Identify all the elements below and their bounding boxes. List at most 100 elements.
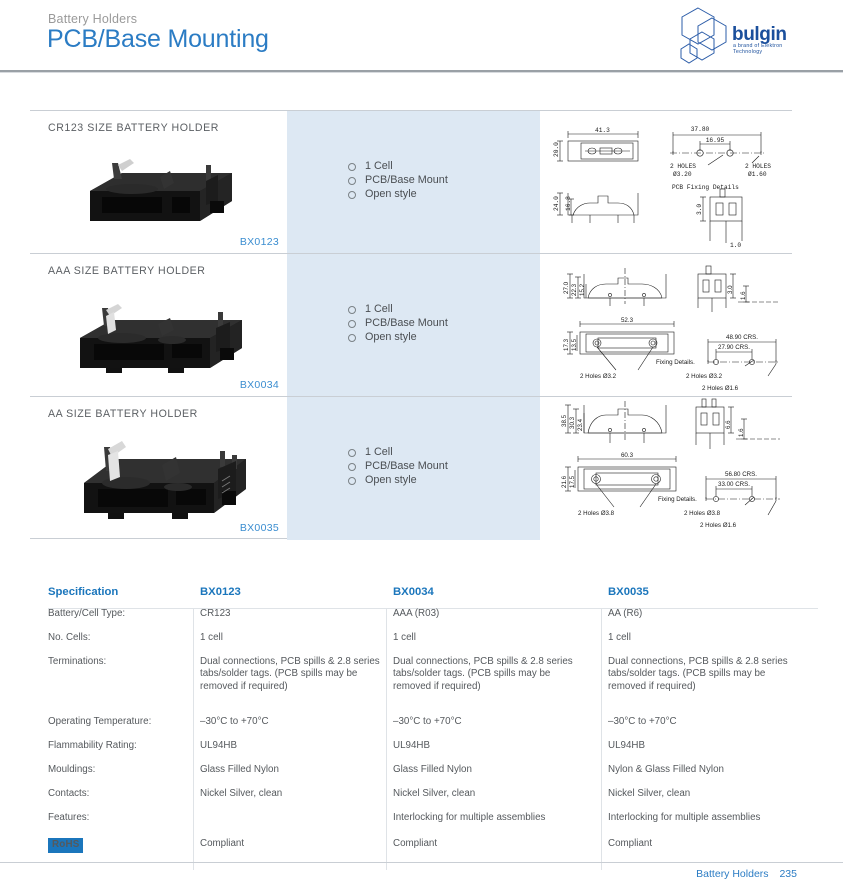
- table-header-divider: [48, 608, 818, 609]
- table-row: Contacts: Nickel Silver, clean Nickel Si…: [48, 788, 818, 812]
- specification-table: Specification BX0123 BX0034 BX0035 Batte…: [48, 586, 818, 870]
- product-drawing-aa: 38.5 30.3 23.4 60.3 21.6 17.5 6.6 1.6 56…: [540, 397, 792, 540]
- header-divider: [0, 70, 843, 72]
- row-label: Terminations:: [48, 656, 107, 667]
- row-value: UL94HB: [200, 740, 238, 751]
- feature-list: 1 Cell PCB/Base Mount Open style: [347, 445, 448, 487]
- dim-label: 60.3: [621, 452, 634, 459]
- row-value: Nickel Silver, clean: [200, 788, 283, 799]
- dim-label: 38.5: [561, 414, 568, 427]
- dim-label: 17.3: [563, 338, 570, 351]
- footer-section: Battery Holders: [696, 868, 769, 880]
- table-header-bx0123: BX0123: [200, 586, 241, 598]
- dim-label: 20.0: [553, 142, 560, 157]
- column-divider: [601, 608, 602, 870]
- dim-label: 16.95: [706, 137, 725, 144]
- dim-label: 41.3: [595, 127, 610, 134]
- note-label: Fixing Details.: [658, 496, 697, 503]
- dim-label: 33.00 CRS.: [718, 481, 750, 488]
- drawing-dimension-labels: 41.3 20.0 37.80 16.95 24.0 16.8 3.0 1.0 …: [553, 126, 771, 249]
- note-label: 2 Holes Ø1.6: [700, 522, 737, 529]
- table-row: Mouldings: Glass Filled Nylon Glass Fill…: [48, 764, 818, 788]
- note-label: Ø1.60: [748, 171, 767, 178]
- product-title: AA SIZE BATTERY HOLDER: [48, 408, 198, 420]
- dim-label: 22.3: [571, 283, 578, 296]
- note-label: 2 Holes Ø3.2: [580, 373, 617, 380]
- row-label: Flammability Rating:: [48, 740, 137, 751]
- page-title: PCB/Base Mounting: [47, 25, 269, 53]
- feature-list: 1 Cell PCB/Base Mount Open style: [347, 159, 448, 201]
- footer-page-number: 235: [779, 868, 797, 880]
- row-value: Dual connections, PCB spills & 2.8 serie…: [608, 656, 788, 692]
- table-row: Flammability Rating: UL94HB UL94HB UL94H…: [48, 740, 818, 764]
- product-title: CR123 SIZE BATTERY HOLDER: [48, 122, 219, 134]
- product-row-aaa: AAA SIZE BATTERY HOLDER: [30, 253, 792, 397]
- table-body: Battery/Cell Type: CR123 AAA (R03) AA (R…: [48, 608, 818, 870]
- dim-label: 15.2: [579, 283, 586, 296]
- table-header-bx0035: BX0035: [608, 586, 649, 598]
- header-eyebrow: Battery Holders: [48, 12, 138, 26]
- logo-wordmark: bulgin: [732, 24, 787, 45]
- footer: Battery Holders 235: [696, 868, 797, 880]
- table-row: Features: Interlocking for multiple asse…: [48, 812, 818, 836]
- row-value: Dual connections, PCB spills & 2.8 serie…: [200, 656, 380, 692]
- product-title: AAA SIZE BATTERY HOLDER: [48, 265, 206, 277]
- table-row: Operating Temperature: –30°C to +70°C –3…: [48, 716, 818, 740]
- dim-label: 3.0: [696, 204, 703, 215]
- product-photo-cell: AA SIZE BATTERY HOLDER: [30, 397, 287, 540]
- row-value: 1 cell: [200, 632, 223, 643]
- table-row: No. Cells: 1 cell 1 cell 1 cell: [48, 632, 818, 656]
- column-divider: [386, 608, 387, 870]
- row-label: Mouldings:: [48, 764, 96, 775]
- dim-label: 6.6: [725, 420, 732, 429]
- rohs-badge: RoHS: [48, 838, 84, 854]
- dim-label: 23.4: [577, 418, 584, 431]
- table-row: Battery/Cell Type: CR123 AAA (R03) AA (R…: [48, 608, 818, 632]
- product-drawing-cr123: 41.3 20.0 37.80 16.95 24.0 16.8 3.0 1.0 …: [540, 111, 792, 254]
- note-label: Fixing Details.: [656, 359, 695, 366]
- table-header-bx0034: BX0034: [393, 586, 434, 598]
- row-value: Compliant: [393, 838, 438, 849]
- feature-item: 1 Cell: [347, 302, 448, 316]
- row-label: No. Cells:: [48, 632, 91, 643]
- row-value: Dual connections, PCB spills & 2.8 serie…: [393, 656, 573, 692]
- note-label: 2 Holes Ø3.8: [578, 510, 615, 517]
- dim-label: 37.80: [691, 126, 710, 133]
- product-row-aa: AA SIZE BATTERY HOLDER: [30, 396, 792, 540]
- table-row-rohs: RoHS Compliant Compliant Compliant: [48, 838, 818, 862]
- dim-label: 3.0: [727, 285, 734, 294]
- dim-label: 1.0: [730, 242, 741, 249]
- row-label: Contacts:: [48, 788, 90, 799]
- product-features-cell: 1 Cell PCB/Base Mount Open style: [287, 111, 540, 254]
- row-value: Nylon & Glass Filled Nylon: [608, 764, 724, 775]
- product-part-number: BX0123: [239, 236, 279, 248]
- product-photo-cell: AAA SIZE BATTERY HOLDER: [30, 254, 287, 397]
- column-divider: [193, 608, 194, 870]
- product-features-cell: 1 Cell PCB/Base Mount Open style: [287, 397, 540, 540]
- product-photo-cell: CR123 SIZE BATTERY HOLDER: [30, 111, 287, 254]
- dim-label: 27.90 CRS.: [718, 344, 750, 351]
- dim-label: 52.3: [621, 317, 634, 324]
- product-row-cr123: CR123 SIZE BATTERY HOLDER: [30, 110, 792, 254]
- dim-label: 56.80 CRS.: [725, 471, 757, 478]
- row-value: –30°C to +70°C: [200, 716, 269, 727]
- row-label: Operating Temperature:: [48, 716, 152, 727]
- note-label: 2 Holes Ø3.8: [684, 510, 721, 517]
- dim-label: 30.3: [569, 416, 576, 429]
- dim-label: 48.90 CRS.: [726, 334, 758, 341]
- row-value: Nickel Silver, clean: [608, 788, 691, 799]
- product-part-number: BX0035: [239, 522, 279, 534]
- header-divider-light: [0, 72, 843, 73]
- table-header-spec: Specification: [48, 586, 119, 598]
- feature-item: PCB/Base Mount: [347, 316, 448, 330]
- drawing-dimension-labels: 38.5 30.3 23.4 60.3 21.6 17.5 6.6 1.6 56…: [561, 414, 757, 529]
- footer-divider: [0, 862, 843, 863]
- feature-item: 1 Cell: [347, 159, 448, 173]
- row-label: Battery/Cell Type:: [48, 608, 126, 619]
- dim-label: 21.6: [561, 475, 568, 488]
- row-value: –30°C to +70°C: [393, 716, 462, 727]
- product-drawing-aaa: 27.0 22.3 15.2 52.3 17.3 13.5 3.0 1.6 48…: [540, 254, 792, 397]
- bulgin-logo: bulgin a brand of Elektron Technology: [676, 6, 806, 64]
- product-photo-cr123: [60, 139, 260, 239]
- dim-label: 24.0: [553, 196, 560, 211]
